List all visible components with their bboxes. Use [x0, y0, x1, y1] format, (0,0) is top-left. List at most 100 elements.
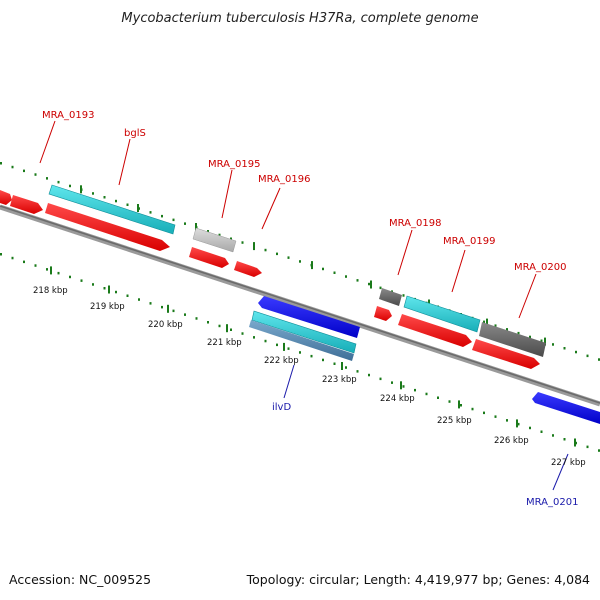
tick-mark — [276, 252, 278, 256]
axis-label: 220 kbp — [148, 320, 183, 330]
feature-ilvD-cyan[interactable] — [251, 310, 357, 354]
tick-mark — [368, 373, 370, 377]
tick-mark — [207, 321, 209, 324]
tick-mark — [552, 434, 554, 437]
gene-label-mra0200[interactable]: MRA_0200 — [514, 262, 566, 273]
tick-mark — [333, 362, 336, 365]
axis-labels: 218 kbp 219 kbp 220 kbp 221 kbp 222 kbp … — [33, 286, 586, 468]
tick-mark — [241, 241, 244, 244]
tick-mark — [471, 407, 474, 411]
feature-mra0196[interactable] — [234, 261, 262, 277]
tick-mark — [172, 218, 175, 222]
feature-mra0200-red[interactable] — [472, 339, 540, 369]
feature-red-left-2[interactable] — [10, 195, 43, 214]
tick-mark — [414, 388, 416, 392]
tick-mark — [149, 302, 152, 305]
major-tick — [253, 242, 255, 251]
axis-label: 226 kbp — [494, 436, 529, 446]
gene-label-ilvD[interactable]: ilvD — [272, 402, 291, 413]
major-tick — [311, 261, 313, 270]
feature-mra0195[interactable] — [192, 227, 237, 253]
feature-mra0199[interactable] — [403, 295, 481, 333]
tick-mark — [92, 283, 94, 286]
tick-mark — [253, 336, 255, 339]
tick-mark — [402, 385, 405, 388]
tick-mark — [586, 354, 589, 358]
major-tick — [108, 285, 110, 294]
tick-mark — [322, 358, 324, 362]
feature-mra0198[interactable] — [379, 288, 402, 306]
tick-mark — [23, 260, 25, 264]
tick-mark — [540, 339, 543, 342]
feature-mra0195-red[interactable] — [189, 247, 229, 268]
tick-mark — [345, 366, 347, 369]
feature-small-red[interactable] — [374, 306, 392, 321]
gene-label-mra0196[interactable]: MRA_0196 — [258, 174, 310, 185]
tick-mark — [69, 275, 71, 279]
axis-label: 218 kbp — [33, 286, 68, 296]
tick-mark — [161, 214, 163, 218]
tick-mark — [356, 370, 359, 373]
gene-label-bglS[interactable]: bglS — [124, 128, 146, 139]
feature-mra0201[interactable] — [532, 392, 600, 424]
axis-label: 224 kbp — [380, 394, 415, 404]
tick-mark — [230, 237, 232, 240]
gene-label-mra0201[interactable]: MRA_0201 — [526, 497, 578, 508]
tick-mark — [483, 411, 485, 415]
tick-mark — [494, 324, 497, 327]
tick-mark — [494, 415, 497, 418]
tick-mark — [264, 248, 267, 252]
tick-mark — [69, 184, 71, 188]
tick-mark — [529, 426, 531, 430]
feature-ilvD-steel[interactable] — [249, 320, 354, 361]
genome-backbone — [0, 204, 600, 407]
gene-label-mra0195[interactable]: MRA_0195 — [208, 159, 260, 170]
axis-label: 227 kbp — [551, 458, 586, 468]
feature-blue-reverse[interactable] — [258, 296, 360, 338]
tick-mark — [46, 177, 48, 180]
feature-bglS[interactable] — [48, 184, 176, 235]
tick-mark — [540, 430, 543, 433]
tick-mark — [0, 162, 2, 165]
tick-mark — [379, 377, 382, 381]
tick-mark — [586, 445, 589, 449]
tick-mark — [126, 294, 129, 297]
major-tick — [486, 318, 488, 327]
tick-mark — [138, 298, 140, 301]
tick-mark — [287, 347, 290, 350]
feature-mra0199-red[interactable] — [398, 314, 472, 347]
major-tick — [574, 438, 576, 447]
tick-mark — [172, 309, 175, 313]
gene-label-mra0198[interactable]: MRA_0198 — [389, 218, 441, 229]
tick-mark — [23, 169, 25, 173]
feature-red-left-1[interactable] — [0, 190, 12, 205]
tick-mark — [391, 381, 393, 384]
tick-mark — [287, 256, 290, 259]
tick-mark — [161, 305, 163, 309]
tick-mark — [11, 256, 14, 260]
tick-mark — [218, 324, 221, 328]
tick-mark — [57, 180, 60, 184]
major-tick — [516, 419, 518, 428]
gene-labels: MRA_0193 bglS MRA_0195 MRA_0196 MRA_0198… — [42, 110, 578, 508]
axis-label: 219 kbp — [90, 302, 125, 312]
tick-mark — [425, 392, 428, 396]
tick-mark — [345, 275, 347, 278]
feature-mra0200[interactable] — [479, 322, 546, 357]
feature-mra0193[interactable] — [45, 203, 170, 251]
tick-mark — [80, 279, 83, 282]
tick-mark — [0, 253, 2, 256]
tick-mark — [92, 192, 94, 195]
topology-label: Topology: circular; Length: 4,419,977 bp… — [246, 572, 590, 587]
gene-features — [0, 184, 600, 424]
tick-mark — [184, 313, 186, 316]
map-title: Mycobacterium tuberculosis H37Ra, comple… — [121, 11, 478, 26]
major-tick — [137, 204, 139, 212]
gene-label-mra0193[interactable]: MRA_0193 — [42, 110, 94, 121]
major-tick — [400, 381, 402, 390]
gene-label-mra0199[interactable]: MRA_0199 — [443, 236, 495, 247]
tick-mark — [402, 294, 405, 297]
tick-mark — [552, 343, 554, 346]
tick-mark — [46, 268, 48, 271]
